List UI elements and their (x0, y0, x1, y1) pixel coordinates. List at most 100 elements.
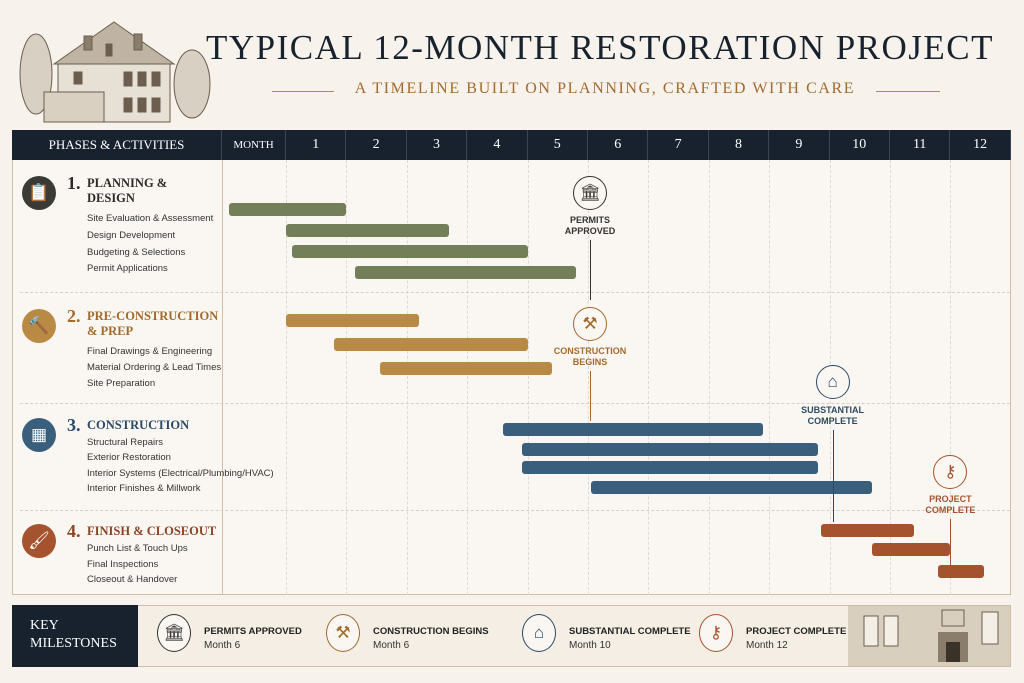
gantt-bar[interactable] (334, 338, 528, 351)
month-header-9: 9 (769, 130, 830, 160)
gantt-bar[interactable] (591, 481, 872, 494)
activity-label: Closeout & Handover (87, 574, 178, 585)
phase-name: CONSTRUCTION (87, 418, 190, 432)
month-header-5: 5 (528, 130, 588, 160)
activity-label: Structural Repairs (87, 437, 164, 448)
month-gridline (346, 160, 348, 595)
activity-label: Material Ordering & Lead Times (87, 362, 222, 373)
phase-number: 3. (67, 415, 81, 435)
month-header-8: 8 (709, 130, 770, 160)
month-gridline (527, 160, 529, 595)
key-milestone-month: Month 10 (569, 640, 611, 651)
month-gridline (588, 160, 589, 595)
key-milestone-title: SUBSTANTIAL COMPLETE (569, 626, 691, 637)
gantt-bar[interactable] (292, 245, 528, 258)
key-milestone-title: CONSTRUCTION BEGINS (373, 626, 489, 637)
key-milestone-month: Month 6 (373, 640, 410, 651)
gantt-bar[interactable] (379, 362, 552, 375)
month-gridline (286, 160, 287, 595)
phase-name: PLANNING & DESIGN (87, 176, 168, 205)
month-gridline (950, 160, 952, 595)
milestone-tools-icon: ⚒ (573, 307, 607, 341)
gantt-bar[interactable] (871, 543, 951, 556)
month-header: MONTH (222, 130, 286, 160)
phase-number: 1. (67, 173, 81, 193)
gantt-bar[interactable] (521, 461, 818, 474)
phase-name: FINISH & CLOSEOUT (87, 524, 217, 538)
key-tools-icon: ⚒ (326, 614, 360, 652)
month-gridline (406, 160, 408, 595)
milestone-label: PERMITS APPROVED (564, 215, 616, 236)
victorian-house-illustration (19, 21, 211, 123)
phase-number: 4. (67, 521, 81, 541)
phase-name: PRE-CONSTRUCTION & PREP (87, 309, 219, 338)
gantt-bar[interactable] (286, 314, 419, 327)
milestone-line (590, 240, 591, 300)
phase-divider (20, 403, 1010, 404)
activity-label: Permit Applications (87, 263, 168, 274)
gantt-bar[interactable] (286, 224, 450, 237)
divider (876, 91, 940, 92)
activity-label: Interior Finishes & Millwork (87, 483, 201, 494)
key-milestone-month: Month 6 (204, 640, 241, 651)
milestone-line (950, 519, 952, 565)
month-header-11: 11 (890, 130, 951, 160)
milestone-label: SUBSTANTIAL COMPLETE (801, 405, 865, 426)
milestone-line (590, 371, 591, 421)
page-subtitle: A TIMELINE BUILT ON PLANNING, CRAFTED WI… (354, 80, 856, 97)
key-house-icon: ⌂ (522, 614, 556, 652)
key-key-icon: ⚷ (699, 614, 733, 652)
hammer-icon: 🔨 (22, 309, 56, 343)
month-header-3: 3 (407, 130, 468, 160)
phase-number: 2. (67, 306, 81, 326)
month-header-7: 7 (648, 130, 709, 160)
gantt-bar[interactable] (938, 565, 984, 578)
clipboard-icon: 📋 (22, 176, 56, 210)
month-header-6: 6 (588, 130, 649, 160)
bricks-icon: ▦ (22, 418, 56, 452)
gantt-bar[interactable] (355, 266, 576, 279)
milestone-courthouse-icon: 🏛 (573, 176, 607, 210)
phase-divider (20, 292, 1010, 293)
month-gridline (467, 160, 469, 595)
key-milestone-title: PROJECT COMPLETE (746, 626, 847, 637)
milestone-line (832, 430, 834, 522)
label-column-divider (222, 160, 223, 595)
divider (272, 91, 334, 92)
activity-label: Site Preparation (87, 378, 156, 389)
month-header-2: 2 (346, 130, 407, 160)
phase-divider (20, 510, 1010, 511)
key-milestones-title: KEY MILESTONES (12, 605, 138, 667)
key-milestone-title: PERMITS APPROVED (204, 626, 302, 637)
gantt-bar[interactable] (820, 524, 915, 537)
activity-label: Final Drawings & Engineering (87, 346, 213, 357)
interior-room-illustration (848, 606, 1010, 666)
month-gridline (769, 160, 771, 595)
gantt-bar[interactable] (228, 203, 347, 216)
gantt-bar[interactable] (503, 423, 764, 436)
month-gridline (708, 160, 710, 595)
month-header-1: 1 (286, 130, 347, 160)
page-title: TYPICAL 12-MONTH RESTORATION PROJECT (205, 28, 995, 67)
activity-label: Exterior Restoration (87, 452, 171, 463)
gantt-bar[interactable] (521, 443, 818, 456)
phases-activities-header: PHASES & ACTIVITIES (12, 130, 222, 160)
month-header-12: 12 (950, 130, 1011, 160)
paintbrush-icon: 🖌 (22, 524, 56, 558)
milestone-label: CONSTRUCTION BEGINS (553, 346, 627, 367)
milestone-key-icon: ⚷ (933, 455, 968, 489)
month-gridline (648, 160, 650, 595)
key-courthouse-icon: 🏛 (157, 614, 191, 652)
activity-label: Site Evaluation & Assessment (87, 213, 214, 224)
activity-label: Interior Systems (Electrical/Plumbing/HV… (87, 468, 274, 479)
activity-label: Final Inspections (87, 559, 159, 570)
activity-label: Design Development (87, 230, 176, 241)
milestone-label: PROJECT COMPLETE (925, 494, 976, 515)
milestone-house-icon: ⌂ (815, 365, 850, 399)
month-header-4: 4 (467, 130, 528, 160)
month-gridline (890, 160, 891, 595)
key-milestone-month: Month 12 (746, 640, 788, 651)
activity-label: Budgeting & Selections (87, 247, 186, 258)
activity-label: Punch List & Touch Ups (87, 543, 188, 554)
